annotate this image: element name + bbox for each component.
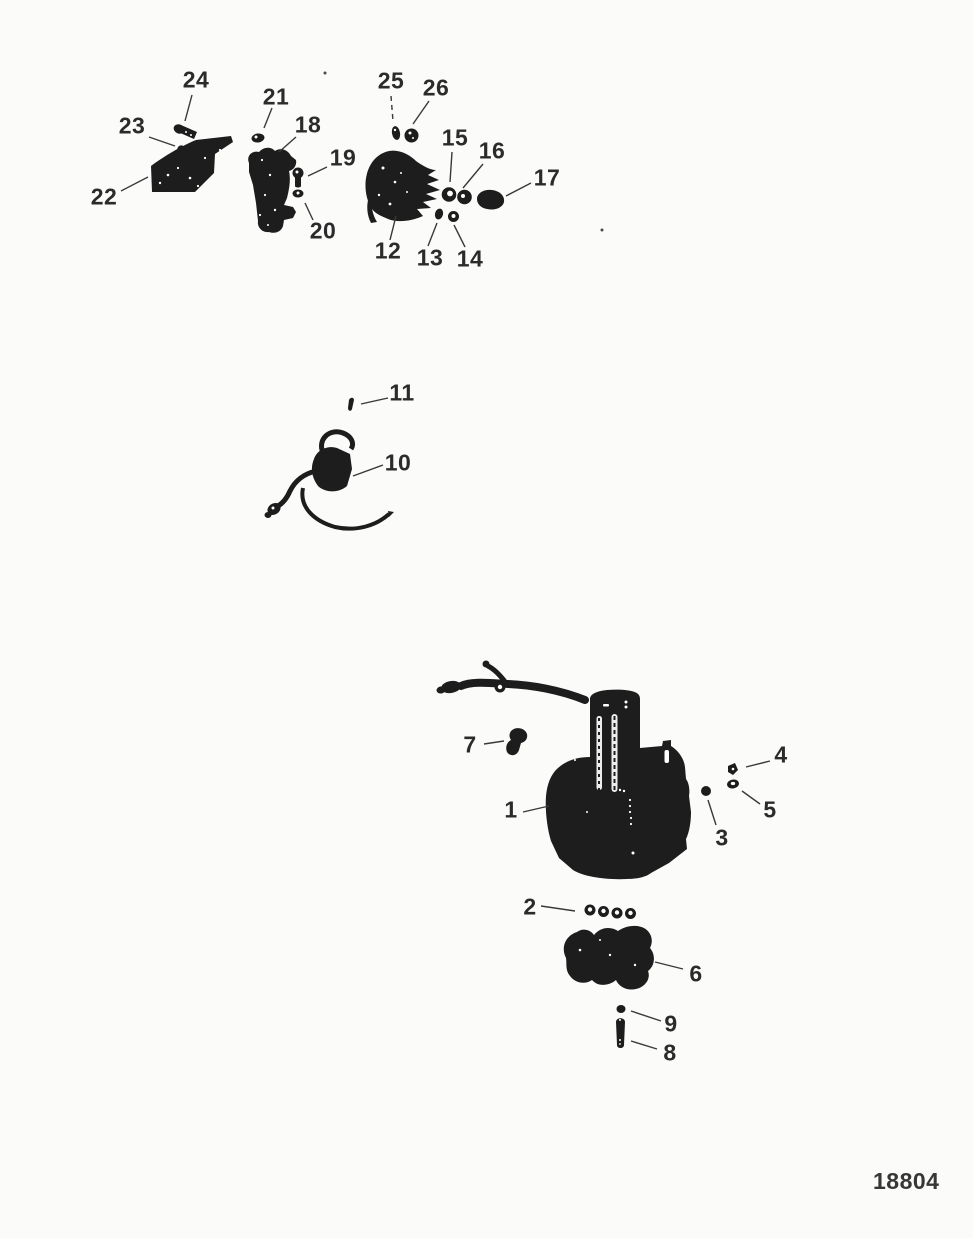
part-1-pump-assembly <box>436 660 691 880</box>
leader-line-14 <box>453 224 466 248</box>
leader-line-17 <box>505 182 532 197</box>
callout-5: 5 <box>763 796 777 823</box>
part-16-nut <box>457 189 472 205</box>
callout-7: 7 <box>463 731 477 758</box>
callout-11: 11 <box>389 379 415 406</box>
callout-26: 26 <box>422 74 450 101</box>
leader-line-21 <box>263 107 273 129</box>
leader-line-3 <box>707 799 717 826</box>
leader-line-7 <box>483 740 505 745</box>
callout-25: 25 <box>377 67 405 94</box>
callout-12: 12 <box>374 237 402 264</box>
leader-line-18 <box>278 136 297 153</box>
leader-line-26 <box>412 100 430 125</box>
callout-24: 24 <box>182 66 210 93</box>
callout-15: 15 <box>441 124 469 151</box>
callout-3: 3 <box>715 824 729 851</box>
leader-line-15 <box>449 151 453 183</box>
callout-1: 1 <box>504 796 518 823</box>
callout-19: 19 <box>329 144 357 171</box>
callout-16: 16 <box>478 137 506 164</box>
part-25-bolt <box>391 126 401 140</box>
part-17-grommet <box>477 189 505 210</box>
callout-18: 18 <box>294 111 322 138</box>
part-12-motor-end <box>365 150 440 223</box>
callout-8: 8 <box>663 1039 677 1066</box>
part-7-clip <box>506 728 528 756</box>
part-13-washer <box>434 208 444 220</box>
part-21-nut <box>251 133 265 143</box>
leader-lines <box>120 94 771 1050</box>
callout-6: 6 <box>689 960 703 987</box>
leader-line-24 <box>184 94 193 122</box>
leader-line-23 <box>148 136 176 147</box>
callout-21: 21 <box>262 83 290 110</box>
part-6-bracket <box>563 925 654 990</box>
part-8-bolt <box>616 1018 625 1048</box>
leader-line-13 <box>427 222 438 247</box>
part-26-nut <box>404 128 419 143</box>
part-4-nut <box>728 763 738 775</box>
part-24-bolt <box>173 124 197 139</box>
callout-22: 22 <box>90 183 118 210</box>
callout-10: 10 <box>384 449 412 476</box>
callout-14: 14 <box>456 245 484 272</box>
callout-17: 17 <box>533 164 561 191</box>
part-15-washer <box>441 187 457 202</box>
part-3-screw <box>701 786 711 796</box>
leader-line-9 <box>630 1010 662 1022</box>
scan-speck <box>323 71 327 75</box>
callout-13: 13 <box>416 244 444 271</box>
part-18-bracket <box>248 147 297 233</box>
leader-line-20 <box>304 202 314 221</box>
leader-line-25 <box>390 95 394 122</box>
leader-line-8 <box>630 1040 658 1050</box>
part-23-spacer <box>177 145 185 154</box>
leader-line-10 <box>352 464 384 477</box>
part-10-solenoid <box>264 429 394 531</box>
leader-line-2 <box>540 905 576 912</box>
part-19-bolt <box>292 167 304 188</box>
callout-4: 4 <box>774 741 788 768</box>
leader-line-19 <box>307 166 328 177</box>
figure-number: 18804 <box>873 1168 940 1194</box>
leader-line-4 <box>745 760 771 768</box>
part-20-nut <box>292 189 304 198</box>
part-5-washer <box>727 779 739 789</box>
part-22-mount-bracket <box>151 136 233 192</box>
leader-line-16 <box>462 163 484 189</box>
part-9-washer <box>616 1005 626 1013</box>
part-11-screw <box>348 397 354 411</box>
callout-23: 23 <box>118 112 146 139</box>
leader-line-22 <box>120 176 149 192</box>
part-14-washer <box>448 211 459 222</box>
callout-20: 20 <box>309 217 337 244</box>
scan-speck <box>600 228 604 232</box>
part-2-grommets <box>584 904 636 919</box>
callout-2: 2 <box>523 893 537 920</box>
leader-line-6 <box>654 961 684 970</box>
callout-9: 9 <box>664 1010 678 1037</box>
leader-line-12 <box>389 215 397 241</box>
leader-line-11 <box>360 397 389 405</box>
leader-line-1 <box>522 805 550 813</box>
leader-line-5 <box>741 790 761 805</box>
